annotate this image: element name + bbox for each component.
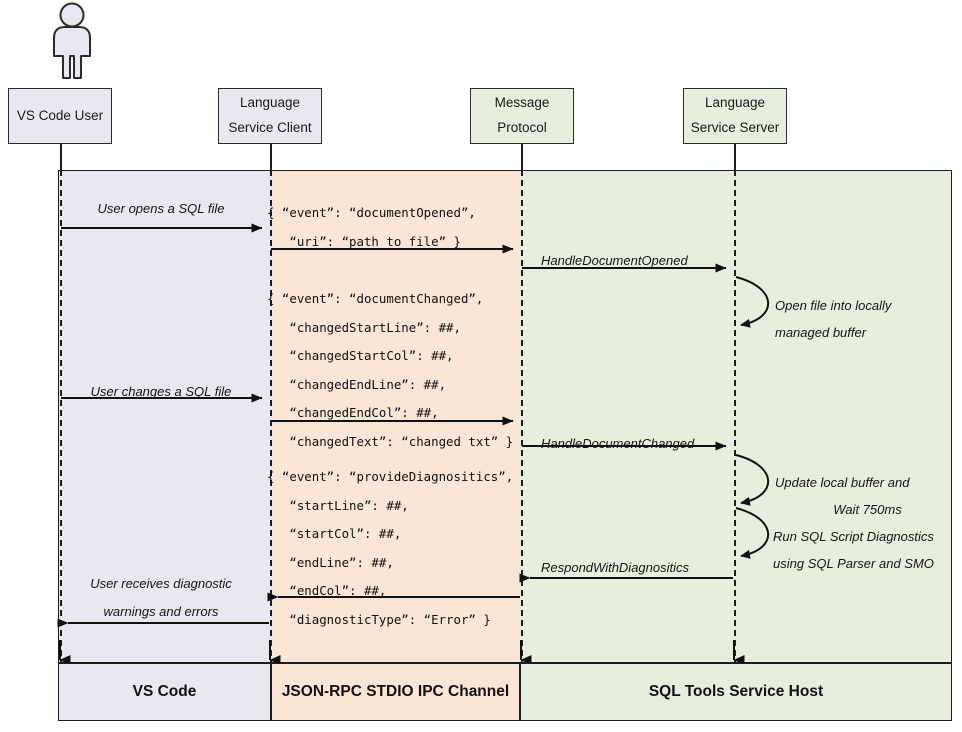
lifeline-message-protocol-stub — [521, 144, 523, 172]
participant-vs-code-user[interactable]: VS Code User — [8, 88, 112, 144]
band-vscode — [58, 170, 271, 663]
payload-provide-diagnositics: { “event”: “provideDiagnositics”, “start… — [267, 469, 514, 627]
lifeline-language-service-server — [734, 170, 736, 666]
participant-label: Language — [704, 95, 766, 111]
footer-vs-code[interactable]: VS Code — [58, 663, 271, 721]
message-label-respond-with-diagnositics: RespondWithDiagnositics — [541, 560, 690, 575]
payload-document-opened: { “event”: “documentOpened”, “uri”: “pat… — [267, 205, 476, 249]
footer-label: JSON-RPC STDIO IPC Channel — [281, 683, 510, 700]
note-open-file-line1: Open file into locally — [775, 298, 892, 313]
lifeline-language-service-server-stub — [734, 144, 736, 172]
participant-label: Message — [494, 95, 550, 111]
message-label-user-changes-sql-file: User changes a SQL file — [90, 384, 232, 399]
footer-json-rpc[interactable]: JSON-RPC STDIO IPC Channel — [271, 663, 520, 721]
lifeline-message-protocol — [521, 170, 523, 666]
lifeline-language-service-client — [270, 170, 272, 666]
vs-code-user-actor-icon — [36, 2, 108, 80]
message-label-handle-document-opened: HandleDocumentOpened — [541, 253, 688, 268]
message-label-handle-document-changed: HandleDocumentChanged — [541, 436, 695, 451]
participant-label: VS Code User — [16, 107, 104, 123]
message-label-user-receives-diagnostics-line2: warnings and errors — [103, 604, 219, 619]
footer-label: SQL Tools Service Host — [648, 683, 824, 700]
note-run-diagnostics-line1: Run SQL Script Diagnostics — [773, 529, 934, 544]
footer-label: VS Code — [132, 683, 197, 700]
participant-label: Service Server — [690, 120, 780, 135]
participant-label: Service Client — [228, 120, 312, 135]
message-label-user-receives-diagnostics-line1: User receives diagnostic — [90, 576, 232, 591]
participant-message-protocol[interactable]: Message Protocol — [470, 88, 574, 144]
footer-sql-tools-service-host[interactable]: SQL Tools Service Host — [520, 663, 952, 721]
participant-label: Language — [239, 95, 301, 111]
note-open-file-line2: managed buffer — [775, 325, 867, 340]
lifeline-vs-code-user-stub — [60, 144, 62, 172]
note-update-buffer-line1: Update local buffer and — [775, 475, 910, 490]
participant-language-service-client[interactable]: Language Service Client — [218, 88, 322, 144]
note-update-buffer-line2: Wait 750ms — [833, 502, 902, 517]
lifeline-language-service-client-stub — [270, 144, 272, 172]
payload-document-changed: { “event”: “documentChanged”, “changedSt… — [267, 291, 514, 449]
participant-language-service-server[interactable]: Language Service Server — [683, 88, 787, 144]
lifeline-vs-code-user — [60, 170, 62, 666]
band-service — [520, 170, 952, 663]
participant-label: Protocol — [497, 120, 547, 135]
band-ipc — [271, 170, 520, 663]
message-label-user-opens-sql-file: User opens a SQL file — [97, 201, 225, 216]
note-run-diagnostics-line2: using SQL Parser and SMO — [773, 556, 934, 571]
